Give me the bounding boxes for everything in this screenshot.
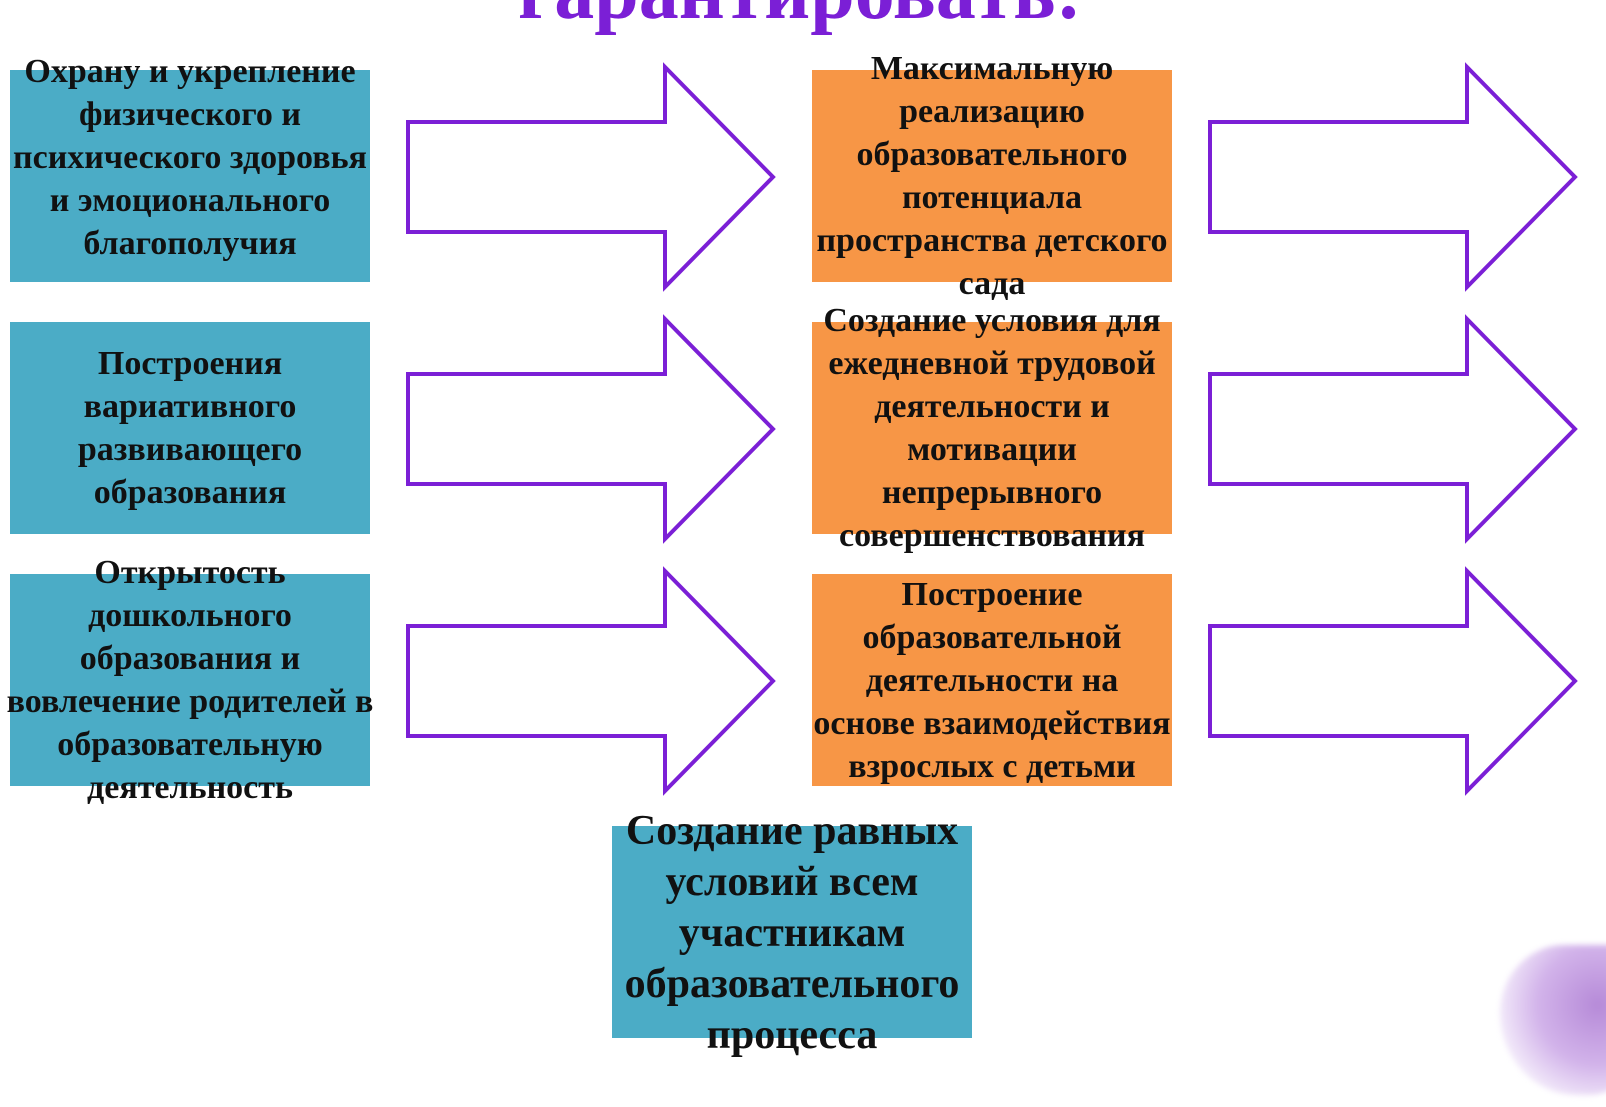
left-box-health [10, 70, 370, 282]
right-arrow-icon [406, 566, 776, 796]
right-arrow-icon [406, 314, 776, 544]
right-arrow-icon [1208, 314, 1578, 544]
bottom-label-equal-conditions: Создание равных условий всем участникам … [624, 807, 960, 1058]
left-label-health: Охрану и укрепление физического и психич… [13, 52, 367, 262]
left-box-openness [10, 574, 370, 786]
right-arrow-icon [1208, 62, 1578, 292]
left-label-openness: Открытость дошкольного образования и вов… [6, 554, 374, 806]
middle-box-potential [812, 70, 1172, 282]
right-arrow-icon [406, 62, 776, 292]
left-box-variative [10, 322, 370, 534]
flower-blob-icon [1500, 945, 1606, 1095]
middle-label-potential: Максимальную реализацию образовательного… [816, 50, 1168, 302]
left-label-variative: Построения вариативного развивающего обр… [77, 345, 303, 511]
bottom-box-equal-conditions [612, 826, 972, 1038]
middle-label-labor: Создание условия для ежедневной трудовой… [823, 302, 1161, 554]
middle-box-interaction [812, 574, 1172, 786]
middle-box-labor [812, 322, 1172, 534]
middle-label-interaction: Построение образовательной деятельности … [813, 575, 1171, 785]
page-title: гарантировать: [300, 0, 1300, 42]
right-arrow-icon [1208, 566, 1578, 796]
